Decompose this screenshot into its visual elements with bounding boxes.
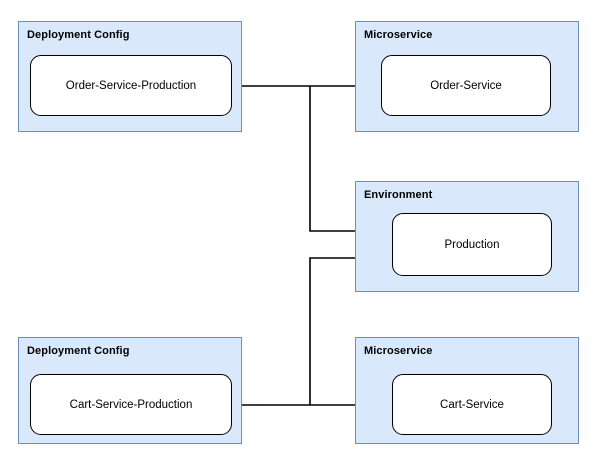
group-title: Microservice <box>364 29 433 41</box>
node-label: Production <box>444 238 500 251</box>
node-label: Order-Service-Production <box>65 79 197 92</box>
node-cart-service[interactable]: Cart-Service <box>392 374 552 435</box>
group-title: Deployment Config <box>27 345 130 357</box>
node-label: Cart-Service-Production <box>69 398 193 411</box>
group-title: Environment <box>364 189 433 201</box>
node-order-service-production[interactable]: Order-Service-Production <box>30 55 232 116</box>
node-production[interactable]: Production <box>392 213 552 276</box>
node-label: Order-Service <box>430 79 502 92</box>
group-title: Microservice <box>364 345 433 357</box>
node-label: Cart-Service <box>440 398 504 411</box>
group-title: Deployment Config <box>27 29 130 41</box>
node-cart-service-production[interactable]: Cart-Service-Production <box>30 374 232 435</box>
node-order-service[interactable]: Order-Service <box>381 55 551 116</box>
